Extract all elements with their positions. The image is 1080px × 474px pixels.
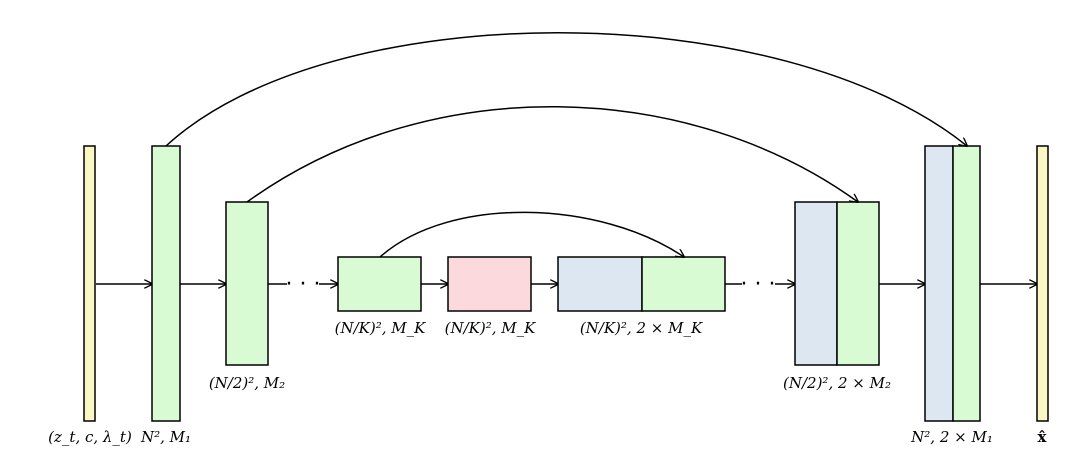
label-decoder-k: (N/K)², 2 × M_K	[580, 319, 703, 337]
ellipsis-right: · · ·	[741, 272, 776, 297]
decoder-1-block	[952, 145, 981, 422]
decoder-2-skip	[794, 201, 838, 366]
output-block	[1036, 145, 1049, 422]
encoder-block-2	[225, 201, 269, 366]
label-output: x̂	[1038, 428, 1048, 446]
skip-arc-2	[246, 105, 858, 202]
label-encoder-2: (N/2)², M₂	[209, 374, 285, 392]
label-input: (z_t, c, λ_t)	[48, 428, 132, 446]
label-decoder-2: (N/2)², 2 × M₂	[783, 374, 891, 392]
skip-arc-k	[379, 211, 684, 257]
label-bottleneck: (N/K)², M_K	[445, 319, 536, 337]
encoder-block-k	[337, 256, 422, 312]
encoder-block-1	[151, 145, 181, 422]
label-encoder-1: N², M₁	[140, 428, 191, 446]
decoder-k-skip	[557, 256, 643, 312]
skip-connections	[165, 32, 967, 257]
decoder-1-skip	[924, 145, 954, 422]
label-encoder-k: (N/K)², M_K	[335, 319, 426, 337]
ellipsis-left: · · ·	[286, 272, 321, 297]
skip-arc-1	[165, 32, 967, 146]
label-decoder-1: N², 2 × M₁	[910, 428, 993, 446]
decoder-k-block	[641, 256, 726, 312]
input-block	[83, 145, 96, 422]
bottleneck-block	[447, 256, 532, 312]
decoder-2-block	[836, 201, 880, 366]
